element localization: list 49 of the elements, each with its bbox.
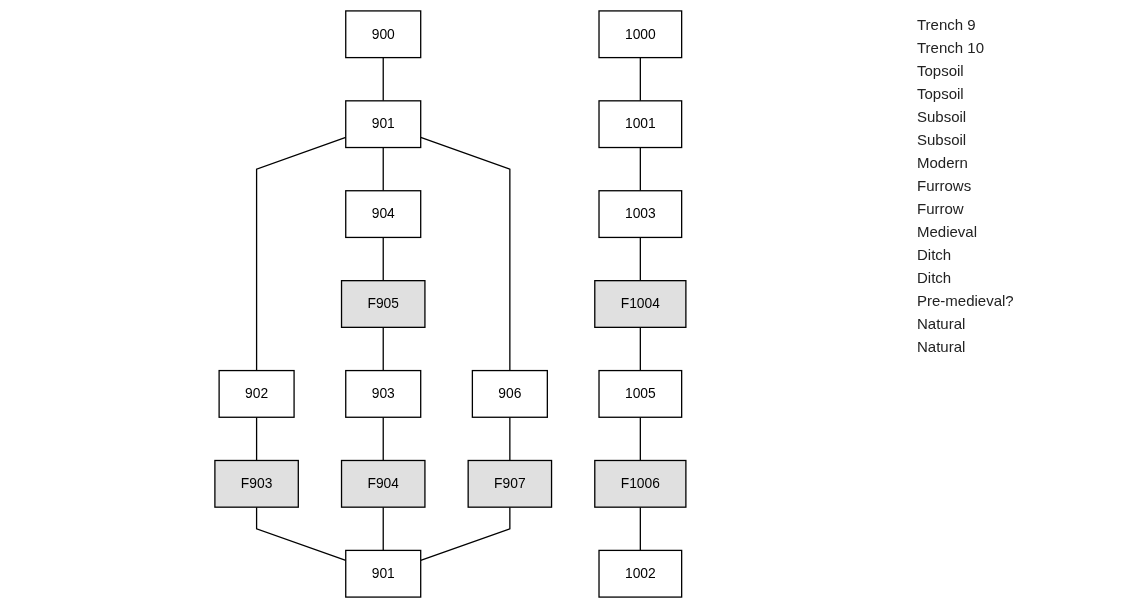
label: Ditch xyxy=(917,269,953,286)
node-box: F907 xyxy=(467,459,553,508)
connector xyxy=(256,416,258,462)
node-box: F1006 xyxy=(594,459,687,508)
node-box: F905 xyxy=(341,280,426,328)
label: Subsoil xyxy=(917,108,968,125)
label: Topsoil xyxy=(917,85,965,102)
label: Furrow xyxy=(917,200,965,217)
connector xyxy=(382,236,384,282)
connector xyxy=(639,326,642,372)
node-box: 902 xyxy=(218,369,295,418)
connector xyxy=(382,506,384,552)
node-box: 901 xyxy=(345,549,422,598)
connector xyxy=(639,506,642,552)
label: Trench 10 xyxy=(917,39,985,56)
node-box: 1005 xyxy=(598,369,683,418)
connector xyxy=(382,146,384,192)
node-box: 1003 xyxy=(598,190,683,239)
node-box: 903 xyxy=(345,369,422,418)
node-box: 1000 xyxy=(598,10,683,59)
node-box: F903 xyxy=(214,459,300,508)
connector xyxy=(639,236,642,282)
label: Trench 9 xyxy=(917,16,977,33)
connector xyxy=(420,136,511,372)
label: Modern xyxy=(917,154,969,171)
node-box: 1002 xyxy=(598,549,683,598)
label: Pre-medieval? xyxy=(917,292,1015,309)
label: Natural xyxy=(917,338,967,355)
node-box: 904 xyxy=(345,190,422,239)
node-box: 901 xyxy=(345,100,422,149)
connector xyxy=(382,56,384,102)
connector xyxy=(382,326,384,372)
label: Furrows xyxy=(917,177,973,194)
connector xyxy=(420,506,511,562)
connector xyxy=(509,416,511,462)
connector xyxy=(639,146,642,192)
node-box: 1001 xyxy=(598,100,683,149)
label: Natural xyxy=(917,315,967,332)
node-box: F1004 xyxy=(594,280,687,328)
connector xyxy=(639,416,642,462)
connector xyxy=(382,416,384,462)
label: Subsoil xyxy=(917,131,968,148)
label: Ditch xyxy=(917,246,953,263)
node-box: 906 xyxy=(471,369,549,418)
connector xyxy=(639,56,642,102)
node-box: 900 xyxy=(345,10,422,59)
node-box: F904 xyxy=(341,459,426,508)
label: Medieval xyxy=(917,223,979,240)
label: Topsoil xyxy=(917,62,965,79)
